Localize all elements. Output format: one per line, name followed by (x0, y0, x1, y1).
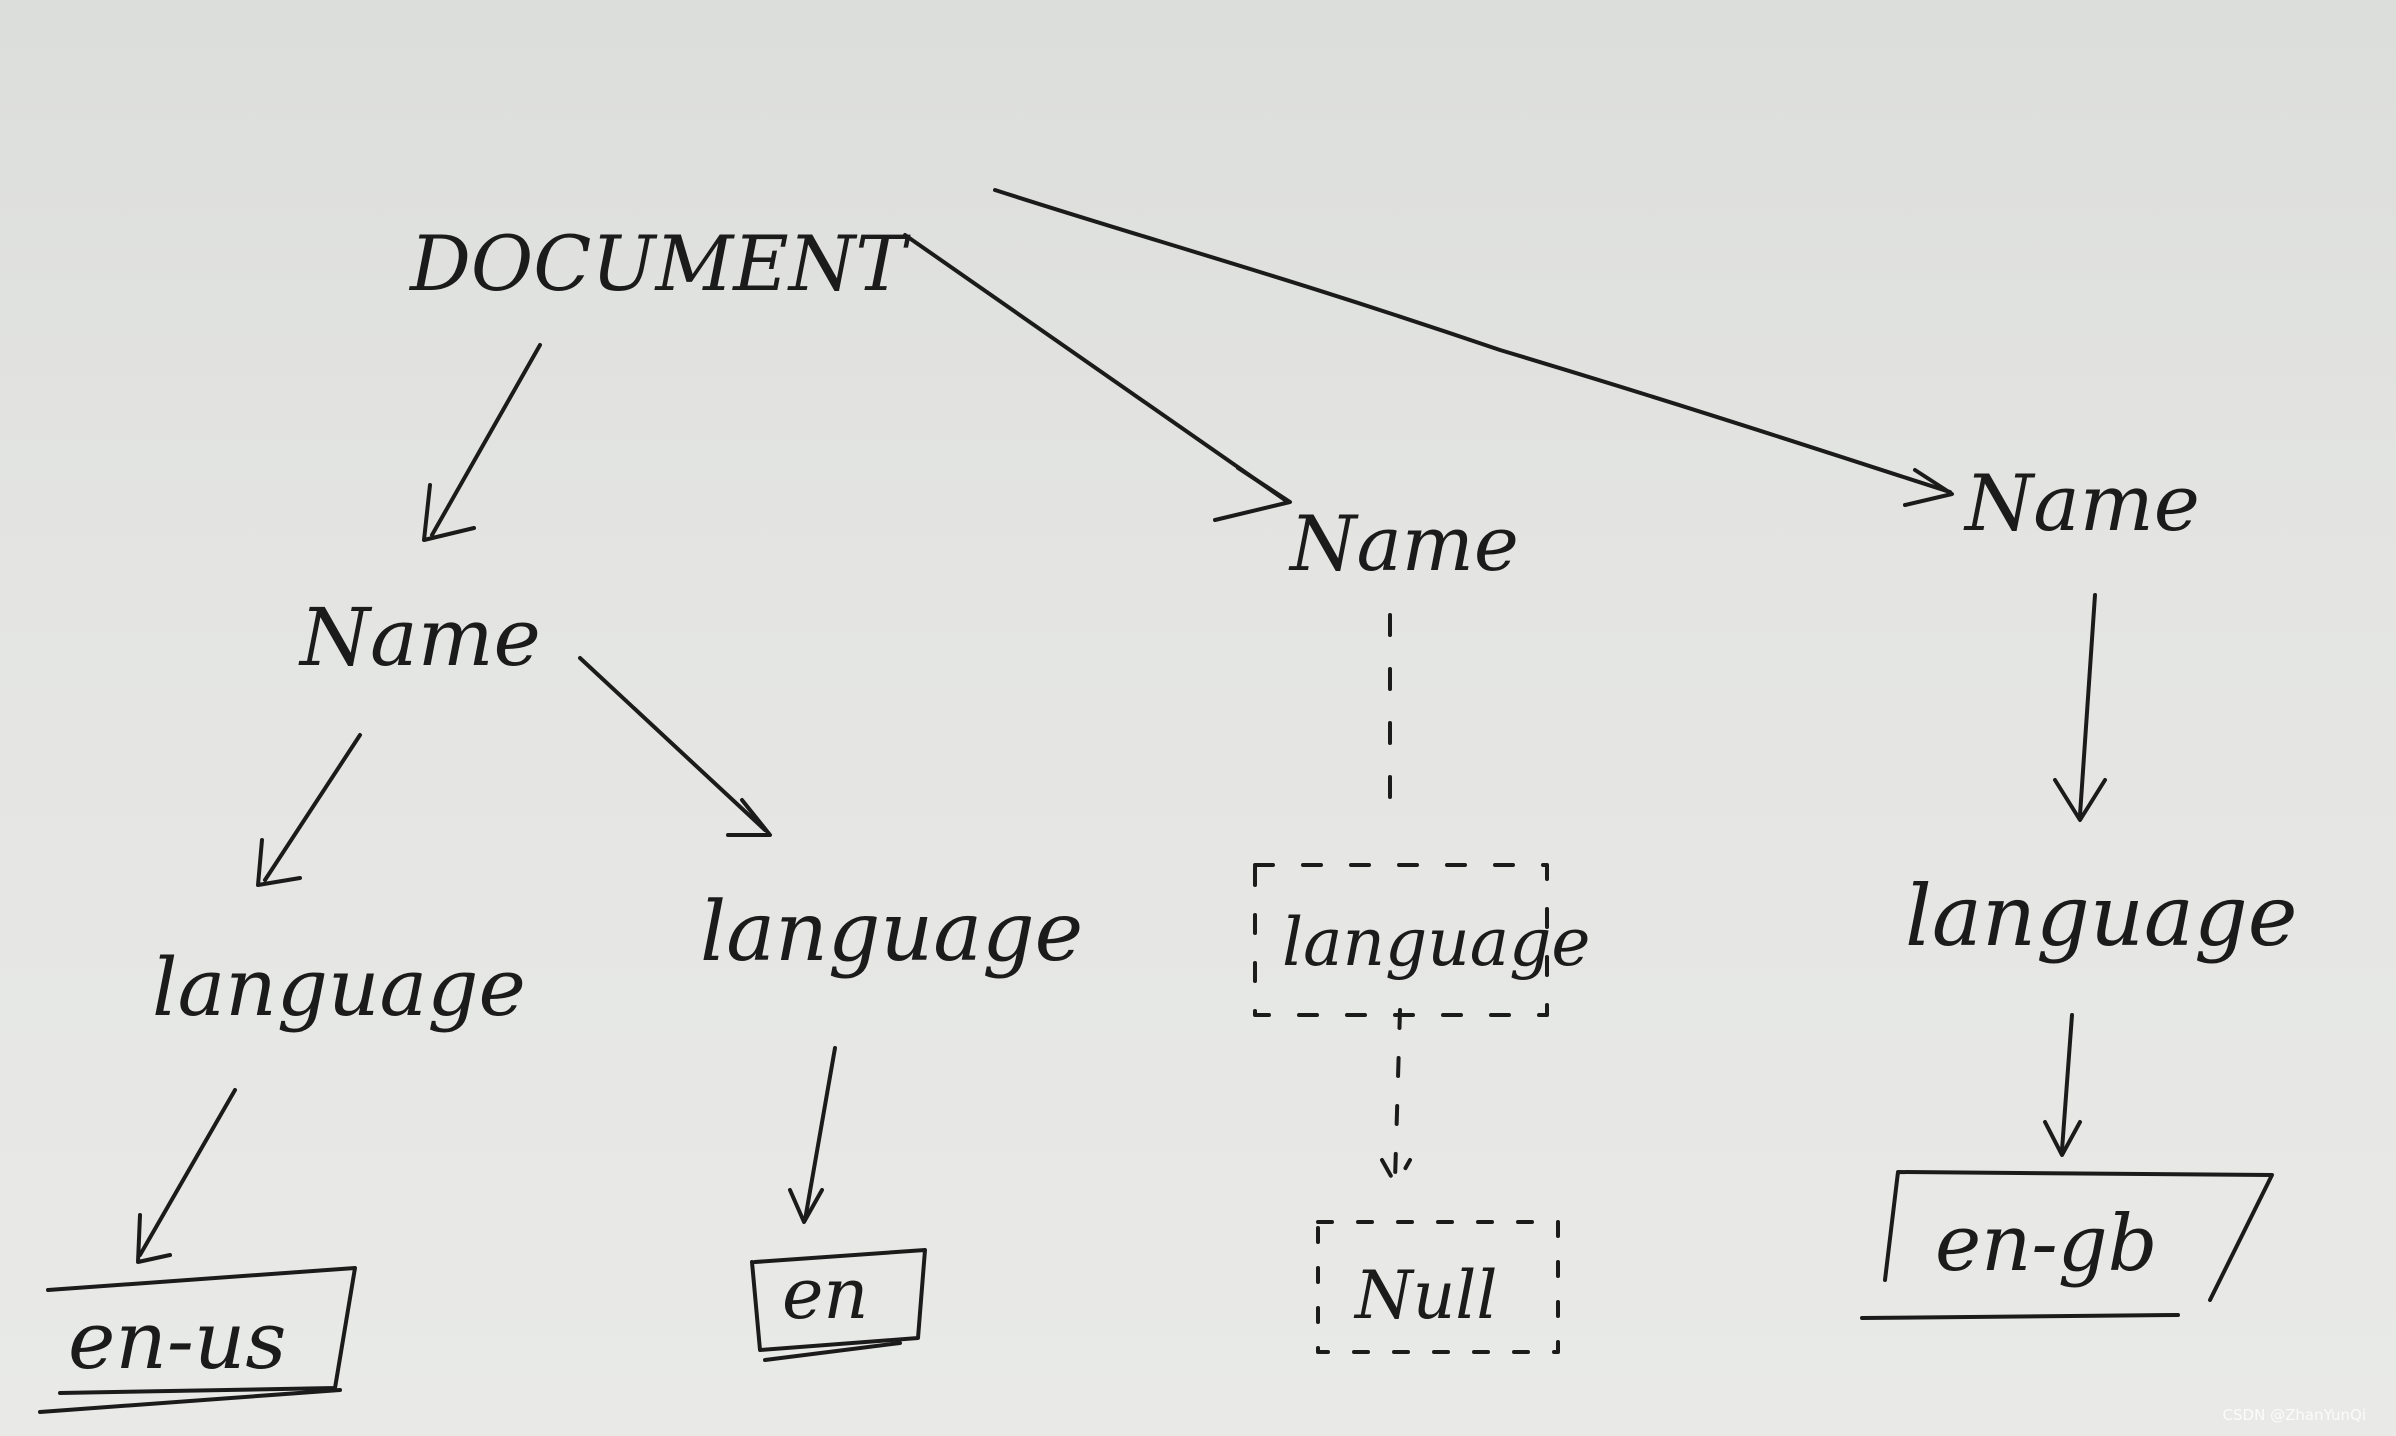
box-en (750, 1248, 927, 1362)
edge-name1-to-language-1 (256, 733, 362, 887)
name-node-1: Name (298, 591, 541, 684)
edge-name1-to-language-2 (578, 656, 772, 837)
edge-document-to-name-3 (993, 188, 1954, 507)
edge-name3-to-language (2053, 593, 2107, 822)
edge-language3-to-en-gb (2043, 1013, 2082, 1157)
name-node-2: Name (1288, 499, 1519, 588)
root-label: DOCUMENT (408, 219, 911, 308)
language-node-3: language (1905, 867, 2297, 965)
box-en-gb (1860, 1170, 2274, 1320)
language-node-2: language (700, 885, 1083, 980)
edge-language2-to-en (788, 1046, 837, 1224)
box-null-dashed (1316, 1220, 1560, 1354)
name-node-3: Name (1963, 459, 2200, 549)
language-node-1: language (152, 941, 526, 1034)
edge-document-to-name-1 (422, 343, 542, 542)
edge-document-to-name-2 (903, 233, 1292, 522)
watermark-text: CSDN @ZhanYunQi (2222, 1406, 2366, 1424)
edge-language-dashed-to-null (1380, 1008, 1412, 1187)
box-en-us (38, 1266, 357, 1414)
value-en-us: en-us (68, 1294, 286, 1387)
value-null: Null (1353, 1257, 1497, 1334)
value-en-gb: en-gb (1935, 1199, 2158, 1289)
language-node-dashed: language (1282, 904, 1590, 981)
value-en: en (782, 1253, 869, 1335)
box-language-dashed (1253, 863, 1549, 1017)
edge-language1-to-en-us (136, 1088, 237, 1264)
